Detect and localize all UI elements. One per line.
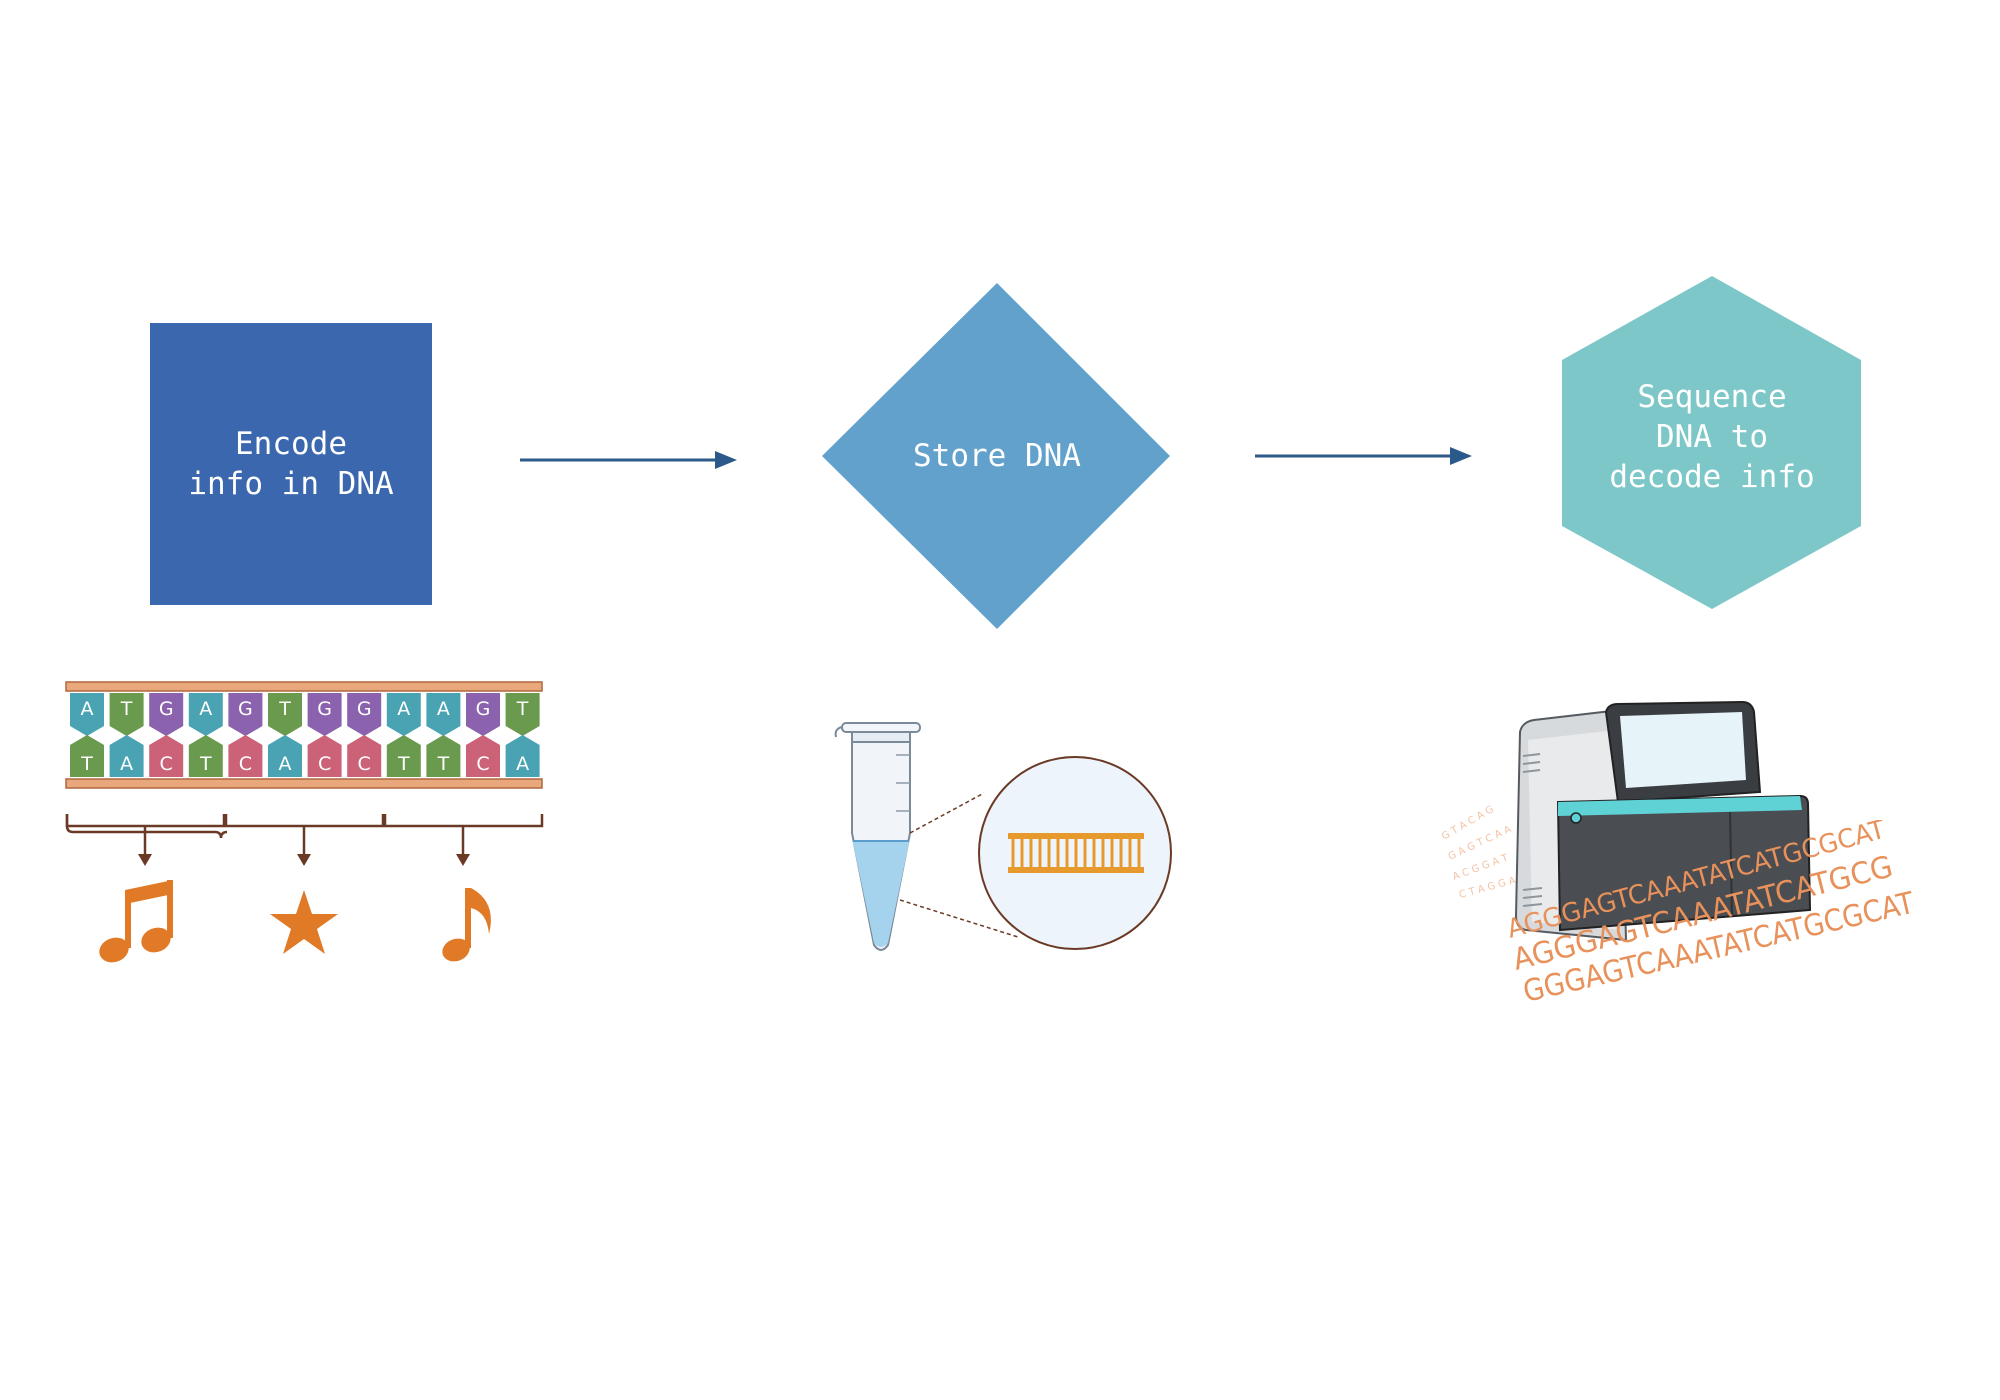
bracket-1 xyxy=(65,814,228,839)
encode-step-box xyxy=(150,323,432,605)
dna-top-base xyxy=(149,693,184,736)
sequence-label-line-1: Sequence xyxy=(1637,379,1787,415)
dna-bottom-base-letter: C xyxy=(160,753,173,775)
dna-top-base-letter: G xyxy=(238,698,253,720)
dna-top-base-letter: A xyxy=(199,698,212,720)
dna-top-base xyxy=(307,693,342,736)
dna-bottom-base xyxy=(188,735,223,777)
sequence-step-hexagon xyxy=(1562,276,1861,609)
store-label-line-1: Store DNA xyxy=(913,438,1081,474)
arrow-encode-to-store xyxy=(520,451,737,469)
encode-label-line-2: info in DNA xyxy=(188,466,394,502)
sequence-label-line-3: decode info xyxy=(1609,459,1815,495)
dna-top-base-letter: T xyxy=(120,698,133,720)
dna-top-base xyxy=(70,693,104,736)
store-step-diamond xyxy=(822,283,1170,629)
dna-bottom-base-letter: A xyxy=(279,753,292,775)
sequence-label-line-2: DNA to xyxy=(1656,419,1768,455)
dna-bottom-base-letter: T xyxy=(199,753,212,775)
dna-bottom-base xyxy=(386,735,421,777)
dna-bottom-base-letter: C xyxy=(358,753,371,775)
dna-top-base-letter: T xyxy=(516,698,529,720)
dna-top-base-letter: G xyxy=(476,698,491,720)
dna-bottom-base xyxy=(70,735,104,777)
dna-top-base-letter: A xyxy=(397,698,410,720)
store-step-label: Store DNA xyxy=(822,436,1172,476)
dna-top-base-letter: A xyxy=(437,698,450,720)
encode-step-label: Encode info in DNA xyxy=(150,424,432,504)
dna-top-base xyxy=(228,693,263,736)
dna-bottom-base xyxy=(426,735,461,777)
dna-bottom-base-letter: A xyxy=(120,753,133,775)
dna-top-base-letter: A xyxy=(81,698,94,720)
dna-bottom-base-letter: A xyxy=(516,753,529,775)
dna-bottom-base-letter: T xyxy=(437,753,450,775)
dna-top-base xyxy=(347,693,382,736)
dna-top-base xyxy=(268,693,302,736)
dna-double-strand-illustration: A T G A G T G G A A G T T A C T C A C C T T C A xyxy=(65,681,544,963)
dna-bottom-base-letter: C xyxy=(476,753,489,775)
dna-bottom-base xyxy=(228,735,263,777)
dna-top-base-letter: T xyxy=(278,698,291,720)
eighth-note-icon xyxy=(442,888,491,962)
dna-top-base xyxy=(466,693,500,736)
double-eighth-note-icon xyxy=(99,880,173,963)
dna-bottom-base xyxy=(109,735,144,777)
dna-top-base-letter: G xyxy=(357,698,372,720)
arrow-store-to-sequence xyxy=(1255,447,1472,465)
dna-top-base xyxy=(386,693,421,736)
dna-top-base xyxy=(505,693,540,736)
dna-bottom-base xyxy=(505,735,540,777)
sequence-step-label: Sequence DNA to decode info xyxy=(1562,377,1862,497)
dna-top-base xyxy=(426,693,461,736)
dna-bottom-base-letter: C xyxy=(318,753,331,775)
dna-top-base xyxy=(188,693,223,736)
dna-bottom-base xyxy=(466,735,500,777)
dna-top-base xyxy=(109,693,144,736)
dna-bottom-base xyxy=(347,735,382,777)
bracket-3 xyxy=(383,814,544,828)
star-icon xyxy=(270,890,338,954)
dna-bottom-base-letter: T xyxy=(397,753,410,775)
encode-label-line-1: Encode xyxy=(235,426,347,462)
bracket-2 xyxy=(224,814,385,828)
dna-top-base-letter: G xyxy=(317,698,332,720)
dna-bottom-base xyxy=(268,735,302,777)
dna-bottom-base-letter: C xyxy=(239,753,252,775)
dna-bottom-base xyxy=(307,735,342,777)
dna-bottom-base xyxy=(149,735,184,777)
sequence-reads: AGGGAGTCAAATATCATGCGCAT AGGGAGTCAAATATCA… xyxy=(1504,820,1918,1010)
dna-sequencer-machine-illustration: G T A C A G G A G T C A A A C G G A T C … xyxy=(1440,700,1812,942)
dna-top-base-letter: G xyxy=(159,698,174,720)
microcentrifuge-tube-illustration xyxy=(834,722,1172,951)
dna-bottom-base-letter: T xyxy=(80,753,93,775)
